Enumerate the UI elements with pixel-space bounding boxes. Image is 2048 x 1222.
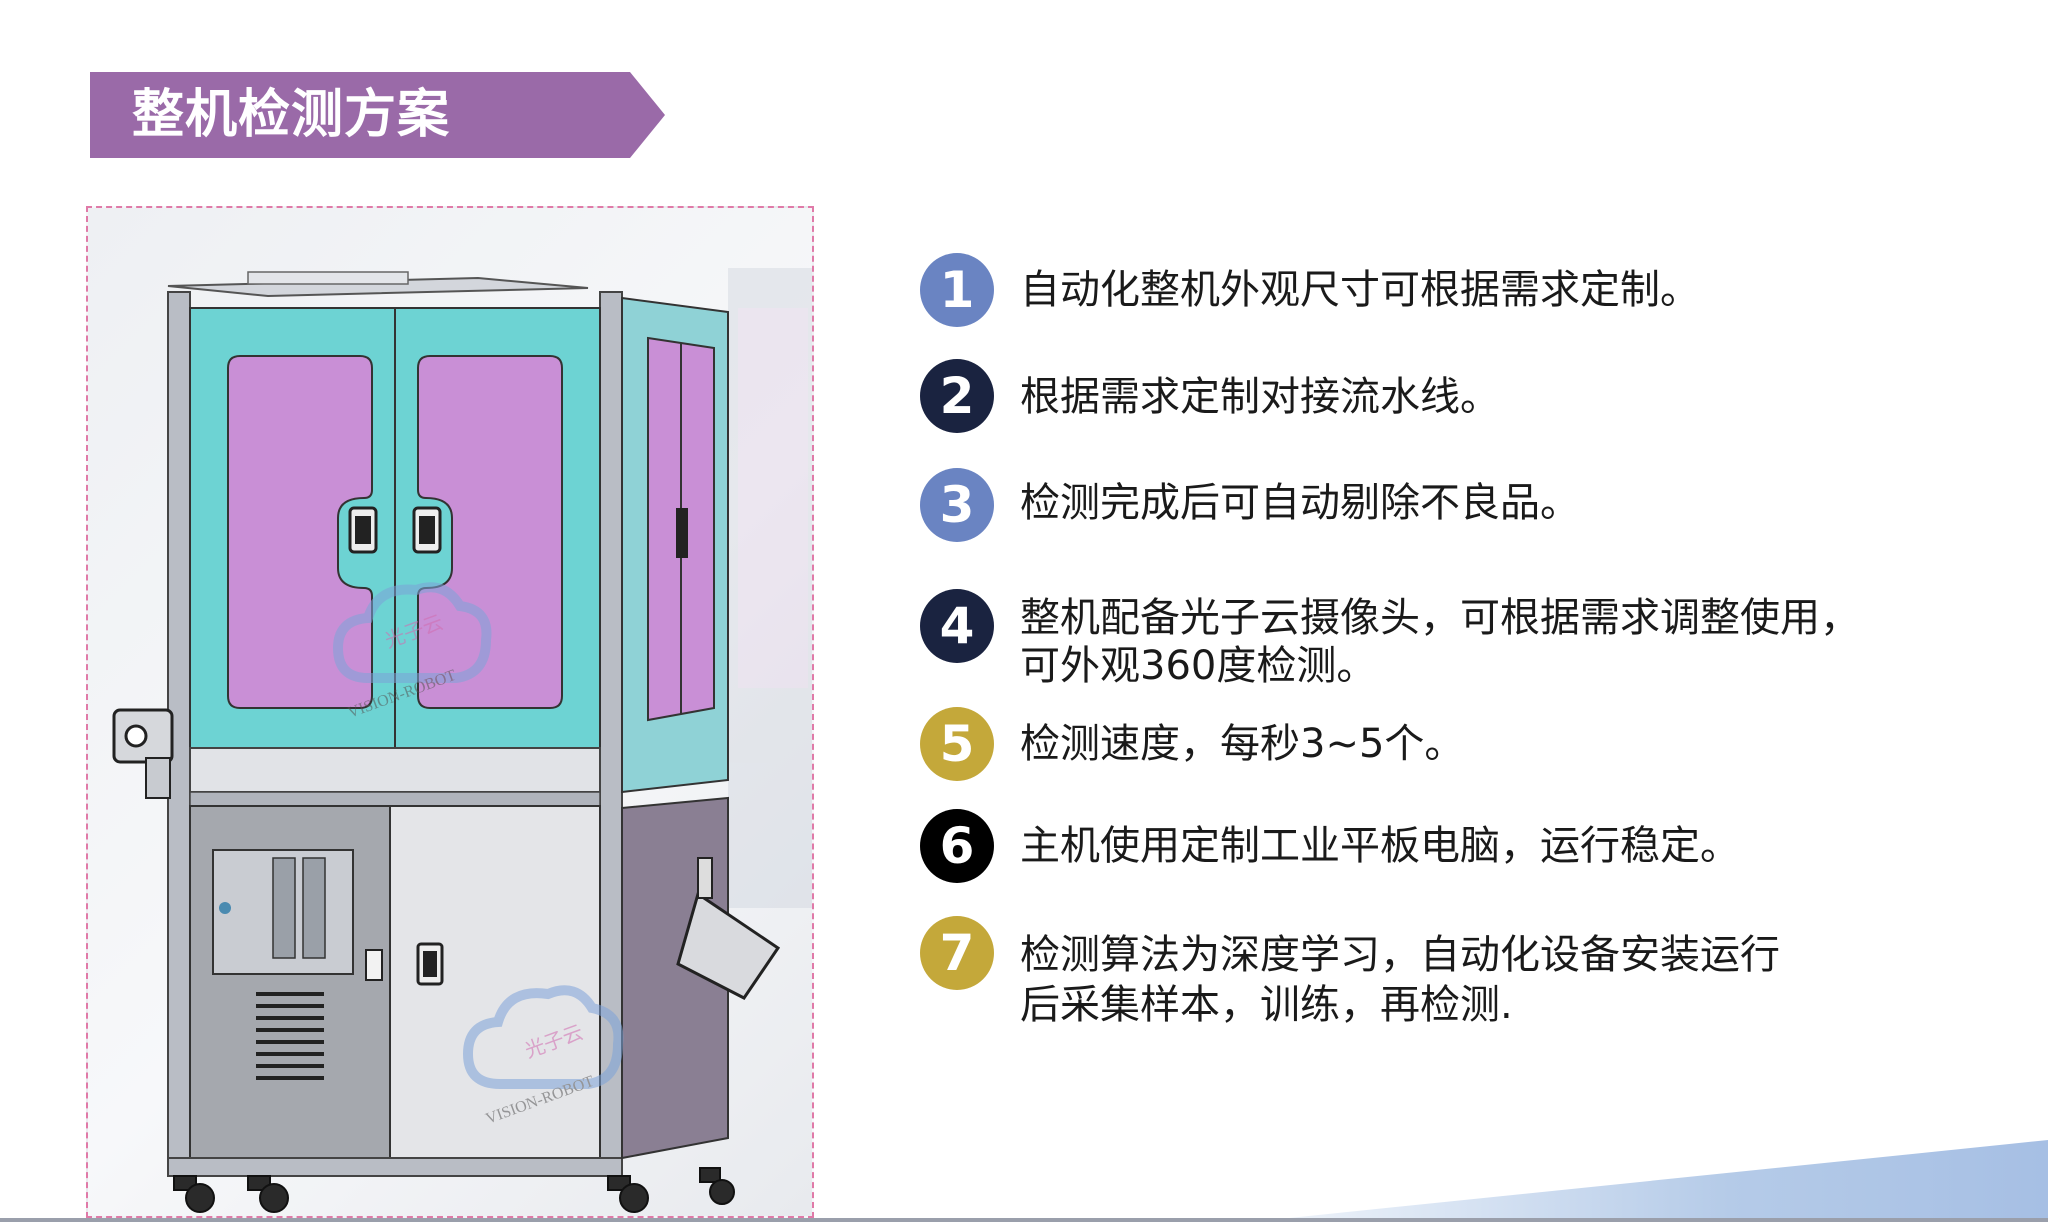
number-badge: 7 [920, 916, 994, 990]
feature-text-line-2: 可外观360度检测。 [1020, 643, 1377, 689]
decorative-wedge [1250, 1140, 2048, 1222]
page-title: 整机检测方案 [132, 85, 451, 145]
feature-text: 检测速度，每秒3~5个。 [1020, 721, 1465, 767]
title-banner: 整机检测方案 [90, 72, 665, 158]
feature-text: 自动化整机外观尺寸可根据需求定制。 [1020, 267, 1700, 313]
number-badge: 2 [920, 359, 994, 433]
feature-text-line-1: 整机配备光子云摄像头，可根据需求调整使用， [1020, 595, 1860, 641]
bottom-divider [0, 1218, 2048, 1222]
number-badge: 6 [920, 809, 994, 883]
feature-text-line-1: 检测算法为深度学习，自动化设备安装运行 [1020, 932, 1780, 978]
number-badge: 3 [920, 468, 994, 542]
feature-text-line-2: 后采集样本，训练，再检测. [1020, 982, 1513, 1028]
number-badge: 5 [920, 707, 994, 781]
feature-text: 检测完成后可自动剔除不良品。 [1020, 480, 1580, 526]
number-badge: 1 [920, 253, 994, 327]
inspection-machine-illustration: 光子云 VISION-ROBOT 光子云 VISION-ROBOT [112, 268, 812, 1213]
machine-image-frame: 光子云 VISION-ROBOT 光子云 VISION-ROBOT [86, 206, 814, 1218]
feature-text: 根据需求定制对接流水线。 [1020, 374, 1500, 420]
feature-text: 主机使用定制工业平板电脑，运行稳定。 [1020, 823, 1740, 869]
number-badge: 4 [920, 589, 994, 663]
